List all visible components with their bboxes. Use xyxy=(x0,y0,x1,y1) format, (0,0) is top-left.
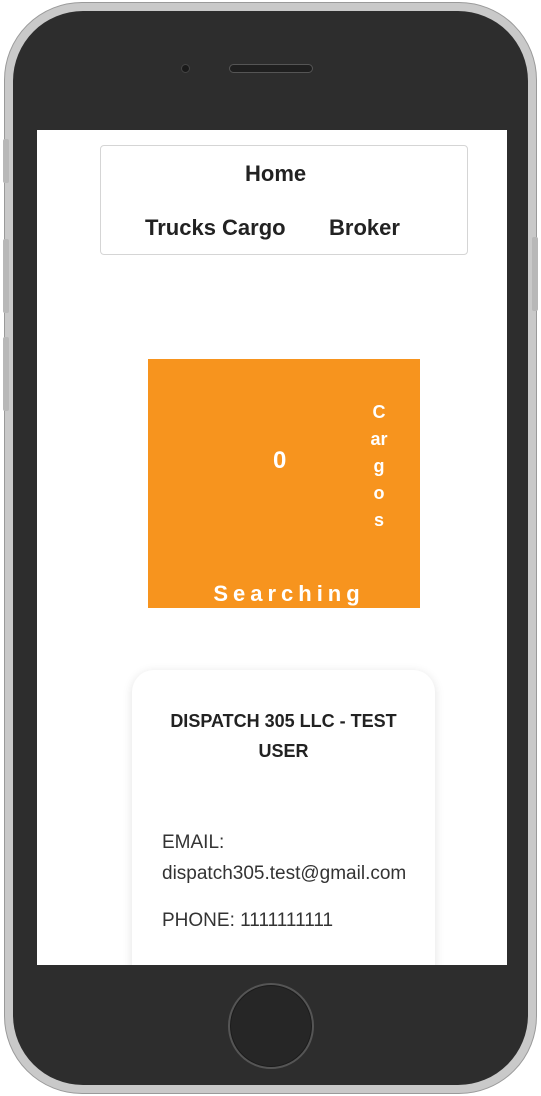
home-button[interactable] xyxy=(228,983,314,1069)
email-label: EMAIL: xyxy=(162,832,225,853)
front-camera xyxy=(181,64,190,73)
volume-down-button xyxy=(3,337,9,411)
cargo-count-tile[interactable]: 0 Cargos Searching xyxy=(148,359,420,608)
user-profile-card: DISPATCH 305 LLC - TEST USER EMAIL: disp… xyxy=(132,670,435,965)
nav-link-home[interactable]: Home xyxy=(245,161,307,186)
phone-text: PHONE: 1111111111 xyxy=(162,910,334,931)
power-button xyxy=(532,237,538,311)
email-value: dispatch305.test@gmail.com xyxy=(162,863,407,884)
cargo-count-value: 0 xyxy=(273,447,287,474)
email-block: EMAIL: dispatch305.test@gmail.com xyxy=(162,827,406,889)
app-screen: Home Trucks Cargo Broker 0 Cargos Search… xyxy=(37,130,507,965)
company-name: DISPATCH 305 LLC - TEST USER xyxy=(170,711,397,761)
nav-link-broker[interactable]: Broker xyxy=(329,215,400,240)
cargos-vertical-label: Cargos xyxy=(370,402,388,530)
main-nav: Home Trucks Cargo Broker xyxy=(100,145,468,255)
mute-switch xyxy=(3,139,9,183)
earpiece-speaker xyxy=(229,64,313,73)
volume-up-button xyxy=(3,239,9,313)
nav-link-trucks-cargo[interactable]: Trucks Cargo xyxy=(145,215,286,240)
searching-status-label: Searching xyxy=(213,581,365,606)
